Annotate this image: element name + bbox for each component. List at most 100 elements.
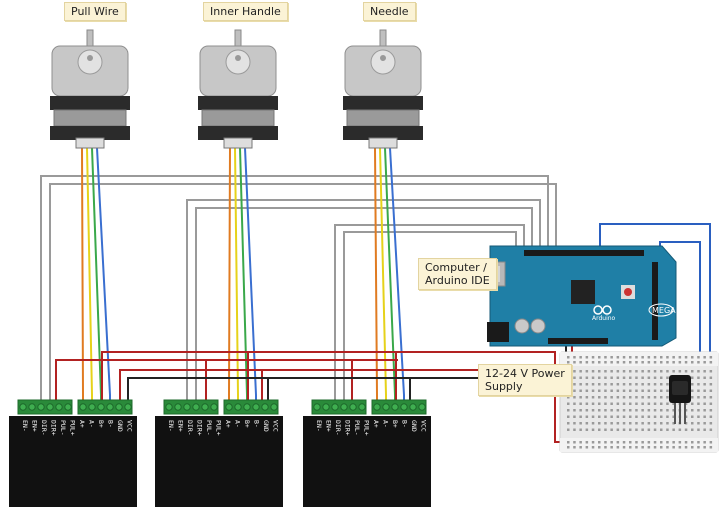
arduino-logo-text: Arduino — [592, 315, 616, 322]
breadboard-hole — [647, 396, 651, 399]
breadboard-hole — [660, 446, 663, 449]
breadboard-hole — [573, 422, 576, 425]
motor-connector — [223, 137, 253, 149]
breadboard-hole — [660, 376, 663, 379]
breadboard-hole — [684, 402, 688, 405]
breadboard-hole — [616, 402, 620, 405]
breadboard-hole — [635, 402, 638, 405]
terminal-screw-icon — [373, 403, 381, 411]
breadboard-hole — [703, 396, 706, 399]
breadboard-hole — [641, 446, 644, 449]
breadboard-hole — [573, 383, 576, 386]
signal-wire — [343, 231, 517, 400]
breadboard-hole — [629, 389, 632, 392]
breadboard-hole — [709, 441, 713, 444]
breadboard-hole — [678, 446, 682, 449]
breadboard-hole — [610, 376, 613, 379]
breadboard-hole — [709, 396, 713, 399]
breadboard-hole — [653, 402, 657, 405]
breadboard-hole — [622, 361, 626, 364]
breadboard-hole — [691, 383, 694, 386]
motor-connector — [368, 137, 398, 149]
breadboard-hole — [610, 361, 613, 364]
motor-shaft-end — [380, 55, 386, 61]
breadboard-hole — [616, 383, 620, 386]
breadboard-hole — [598, 396, 601, 399]
driver-pin-label: EN+ — [177, 420, 185, 432]
breadboard-hole — [672, 446, 675, 449]
breadboard-hole — [660, 389, 663, 392]
breadboard-hole — [653, 383, 657, 386]
breadboard-hole — [635, 356, 638, 359]
terminal-screw-icon — [183, 403, 191, 411]
terminal-screw-icon — [400, 403, 408, 411]
breadboard-hole — [635, 409, 638, 412]
signal-wire — [195, 207, 533, 400]
breadboard-hole — [567, 356, 570, 359]
breadboard-hole — [709, 361, 713, 364]
power-black-wire — [127, 377, 480, 402]
breadboard-hole — [616, 428, 620, 431]
breadboard-hole — [585, 356, 589, 359]
breadboard-hole — [604, 383, 607, 386]
breadboard-hole — [622, 409, 626, 412]
breadboard-hole — [567, 402, 570, 405]
terminal-screw-icon — [165, 403, 173, 411]
terminal-screw-icon — [64, 403, 72, 411]
breadboard-hole — [585, 409, 589, 412]
breadboard-hole — [635, 389, 638, 392]
driver-pin-label: PUL+ — [363, 420, 371, 436]
breadboard-hole — [598, 422, 601, 425]
breadboard-hole — [672, 415, 675, 418]
breadboard-hole — [585, 370, 589, 373]
coil-wire — [81, 147, 84, 402]
breadboard-hole — [653, 409, 657, 412]
breadboard-hole — [591, 361, 595, 364]
breadboard-hole — [629, 396, 632, 399]
breadboard-hole — [709, 376, 713, 379]
breadboard-hole — [697, 396, 700, 399]
breadboard-hole — [666, 370, 669, 373]
breadboard-hole — [629, 446, 632, 449]
signal-wire — [40, 175, 549, 400]
breadboard-hole — [653, 389, 657, 392]
breadboard-hole — [604, 396, 607, 399]
breadboard-hole — [604, 446, 607, 449]
breadboard-hole — [703, 409, 706, 412]
breadboard-hole — [598, 428, 601, 431]
breadboard-hole — [585, 383, 589, 386]
breadboard-hole — [567, 441, 570, 444]
breadboard-hole — [604, 402, 607, 405]
breadboard-hole — [604, 389, 607, 392]
breadboard-hole — [660, 361, 663, 364]
motor-shaft-end — [87, 55, 93, 61]
breadboard-hole — [622, 383, 626, 386]
breadboard-hole — [678, 370, 682, 373]
breadboard-hole — [660, 422, 663, 425]
breadboard-hole — [697, 370, 700, 373]
breadboard-hole — [579, 376, 582, 379]
breadboard-hole — [647, 376, 651, 379]
breadboard-hole — [684, 356, 688, 359]
breadboard-hole — [598, 415, 601, 418]
breadboard-hole — [579, 402, 582, 405]
power-red-wire — [55, 359, 398, 402]
breadboard-hole — [616, 396, 620, 399]
breadboard-hole — [610, 409, 613, 412]
breadboard-hole — [703, 376, 706, 379]
breadboard-hole — [604, 415, 607, 418]
terminal-screw-icon — [55, 403, 63, 411]
breadboard-hole — [697, 383, 700, 386]
motor-hub — [77, 49, 103, 75]
breadboard-hole — [709, 402, 713, 405]
breadboard-hole — [616, 409, 620, 412]
breadboard-hole — [653, 441, 657, 444]
breadboard-hole — [691, 389, 694, 392]
breadboard-hole — [622, 441, 626, 444]
breadboard-hole — [666, 402, 669, 405]
breadboard-hole — [598, 402, 601, 405]
breadboard-hole — [666, 361, 669, 364]
breadboard-hole — [585, 428, 589, 431]
breadboard-hole — [622, 396, 626, 399]
breadboard-hole — [660, 383, 663, 386]
